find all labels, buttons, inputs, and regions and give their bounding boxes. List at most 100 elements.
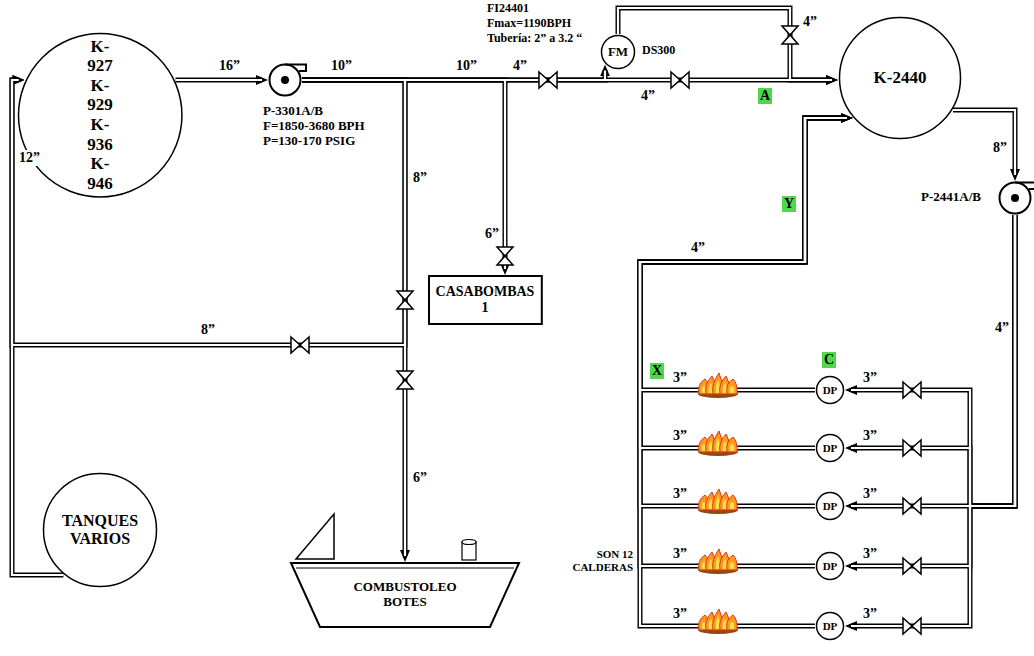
node-text: FM (608, 45, 628, 60)
pump-caption: P-2441A/B (921, 190, 981, 205)
node-text: P=130-170 PSIG (263, 134, 365, 149)
fuel-drum-top (462, 540, 476, 545)
node-text: DP (823, 620, 838, 633)
node-text: CASABOMBAS 1 (436, 284, 535, 316)
pipe-bore (851, 215, 1015, 506)
pipe-size-label: 3” (672, 428, 688, 444)
node-outline (268, 63, 302, 97)
pipe-bore (175, 79, 262, 81)
pipe-note: 8” (412, 170, 428, 186)
hull-outline (291, 563, 519, 627)
pipe-line (851, 215, 1015, 626)
pipe-bore (640, 118, 847, 566)
gate-valve-symbol (291, 337, 309, 353)
pipe-line (302, 80, 405, 556)
pipe-line (640, 118, 847, 448)
flame-core (730, 562, 735, 569)
pipe-bore (640, 118, 847, 626)
dp-instrument: DP (815, 611, 845, 641)
pipe-size-label: 3” (672, 546, 688, 562)
pipe-bore (618, 8, 832, 80)
pipe-size-label: 12” (18, 150, 41, 166)
node-text: DP (823, 500, 838, 513)
node-text: DP (823, 384, 838, 397)
gate-valve-symbol (397, 291, 413, 309)
burner-group (698, 373, 738, 634)
pump-nozzle (285, 65, 306, 72)
pipe-size-label: 6” (484, 226, 500, 242)
flame-tongue (727, 437, 738, 452)
pipe-bore (851, 215, 1015, 626)
flame-core (730, 386, 735, 393)
node-text-area: K-927 K-929 K-936 K-946 (17, 32, 183, 198)
node-text: K-927 K-929 K-936 K-946 (87, 37, 113, 193)
outline-circle (817, 613, 844, 640)
pipe-size-label: 3” (862, 428, 878, 444)
node-text: DP (823, 442, 838, 455)
node-text-area: DP (815, 433, 845, 463)
pipe-note: Fmax=1190BPH (486, 17, 572, 31)
gate-valve-symbol (397, 371, 413, 389)
pump-house-box: CASABOMBAS 1 (428, 275, 543, 325)
pipe-note: FI24401 (486, 2, 530, 16)
pipe-line (953, 110, 1015, 175)
pipe-bore (953, 110, 1015, 175)
node-text-area: FM (600, 34, 636, 70)
pump-nozzle (1015, 183, 1034, 190)
gate-valve-symbol (903, 618, 921, 634)
pipe-note: DS300 (641, 44, 676, 58)
node-text: COMBUSTOLEO BOTES (353, 580, 456, 610)
point-marker: C (822, 352, 836, 368)
node-text-area: COMBUSTOLEO BOTES (290, 562, 520, 628)
pump-impeller (1011, 194, 1019, 202)
pipe-size-label: 3” (862, 486, 878, 502)
boat-hull: COMBUSTOLEO BOTES (290, 562, 520, 628)
gate-valve-symbol (903, 498, 921, 514)
pipe-outer-group (12, 8, 1015, 626)
pipe-note: 10” (455, 58, 478, 74)
flame-core (730, 444, 735, 451)
pipe-note: SON 12 CALDERAS (571, 548, 634, 573)
pipe-size-label: 6” (412, 470, 428, 486)
outline-circle (817, 553, 844, 580)
outline-circle (270, 65, 301, 96)
pipe-bore (640, 118, 847, 390)
pump-impeller (281, 76, 289, 84)
gate-valve-symbol (903, 382, 921, 398)
flame-tongue (727, 379, 738, 394)
outline-circle (840, 18, 961, 139)
gate-valve-symbol (671, 72, 689, 88)
node-text: P-3301A/B (263, 104, 365, 119)
pipe-line (640, 118, 847, 566)
pump-symbol: P-3301A/BF=1850-3680 BPHP=130-170 PSIG (268, 63, 302, 97)
pipe-bore (851, 215, 1015, 566)
pump-symbol: P-2441A/B (998, 181, 1032, 215)
valve-group (291, 26, 921, 634)
pipe-line (851, 215, 1015, 506)
gate-valve-symbol (497, 247, 513, 265)
pipe-note: Tubería: 2” a 3.2 “ (486, 32, 583, 46)
storage-tank: K-2440 (838, 16, 962, 140)
pipe-line (851, 215, 1015, 566)
node-text: K-2440 (874, 68, 927, 88)
storage-tank: K-927 K-929 K-936 K-946 (17, 32, 183, 198)
pipe-bore (302, 80, 505, 269)
node-text-area: DP (815, 611, 845, 641)
pipe-note: 4” (690, 240, 706, 256)
pipe-bore (640, 118, 847, 448)
point-marker: X (650, 363, 664, 379)
outline-circle (817, 493, 844, 520)
dp-instrument: DP (815, 375, 845, 405)
outline-circle (44, 474, 157, 587)
pipe-note: 4” (994, 320, 1010, 336)
deck-line (296, 568, 514, 569)
node-text: F=1850-3680 BPH (263, 119, 365, 134)
pipe-line (640, 118, 847, 390)
pipe-line (851, 215, 1015, 506)
flow-meter: FM (600, 34, 636, 70)
node-text-area: DP (815, 491, 845, 521)
outline-circle (18, 33, 181, 196)
node-text-area: DP (815, 375, 845, 405)
gate-valve-symbol (539, 72, 557, 88)
